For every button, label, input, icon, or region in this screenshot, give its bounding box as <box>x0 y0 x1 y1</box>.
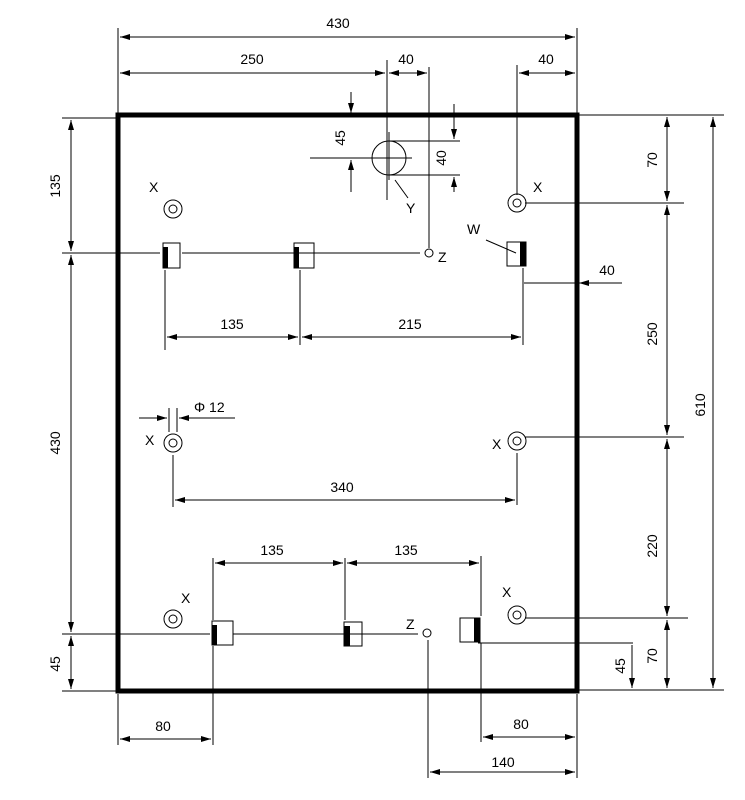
block-upper-left <box>162 242 181 269</box>
hole-x-mid-right: X <box>492 431 527 452</box>
block-upper-middle <box>293 242 315 269</box>
middle-dimensions: Φ 12 340 <box>139 399 518 507</box>
hole-x-mid-left: X <box>145 432 183 453</box>
dim-140-bottom: 140 <box>491 754 515 770</box>
dim-45-hole: 45 <box>332 130 348 146</box>
dim-135-bottom-b: 135 <box>394 542 418 558</box>
hole-y-group: Y 45 40 <box>310 92 460 216</box>
right-dimensions: 70 250 220 70 610 45 40 <box>478 114 724 691</box>
left-dimensions: 135 430 45 <box>47 117 210 692</box>
dim-135-mid: 135 <box>220 316 244 332</box>
dim-430-left: 430 <box>47 431 63 455</box>
label-x-top-left: X <box>149 179 159 195</box>
label-z-upper: Z <box>438 249 447 265</box>
dim-430-top: 430 <box>326 15 350 31</box>
label-x-bottom-left: X <box>181 590 191 606</box>
dim-610-right: 610 <box>692 393 708 417</box>
dim-40-right-top: 40 <box>538 51 554 67</box>
label-x-mid-right: X <box>492 436 502 452</box>
dim-40-side: 40 <box>599 262 615 278</box>
upper-row: W Z 135 215 <box>162 221 527 350</box>
hole-x-top-right: X <box>507 179 543 213</box>
dim-70-right-bottom: 70 <box>644 648 660 664</box>
x-holes: X X X X X X <box>145 179 543 629</box>
dim-215-mid: 215 <box>398 316 422 332</box>
hole-x-bottom-right: X <box>502 584 527 625</box>
label-x-top-right: X <box>533 179 543 195</box>
label-w: W <box>467 221 481 237</box>
block-lower-middle <box>343 621 363 647</box>
block-lower-right <box>459 617 481 643</box>
lower-row: Z 135 135 <box>211 542 482 647</box>
dim-80-bottom-right: 80 <box>513 716 529 732</box>
dim-135-left: 135 <box>47 174 63 198</box>
plate-outline <box>115 112 580 694</box>
dim-45-right: 45 <box>612 658 628 674</box>
label-z-lower: Z <box>406 616 415 632</box>
block-upper-w <box>506 241 527 267</box>
top-dimensions: 430 250 40 40 <box>117 15 578 248</box>
dim-250-right: 250 <box>644 322 660 346</box>
hole-x-bottom-left: X <box>163 590 191 629</box>
dim-340: 340 <box>330 479 354 495</box>
dim-250-top: 250 <box>240 51 264 67</box>
point-z-lower <box>422 628 432 638</box>
dim-45-left: 45 <box>47 656 63 672</box>
hole-x-top-left: X <box>149 179 183 219</box>
dim-phi-12: Φ 12 <box>194 399 225 415</box>
label-y: Y <box>406 200 416 216</box>
dim-40-top: 40 <box>398 51 414 67</box>
point-z-upper <box>424 248 434 258</box>
block-lower-left <box>211 620 234 646</box>
label-x-mid-left: X <box>145 432 155 448</box>
label-x-bottom-right: X <box>502 584 512 600</box>
dim-135-bottom-a: 135 <box>260 542 284 558</box>
dim-80-bottom-left: 80 <box>155 718 171 734</box>
dim-40-hole: 40 <box>433 150 449 166</box>
dim-70-right-top: 70 <box>644 152 660 168</box>
bottom-dimensions: 80 80 140 <box>117 640 578 778</box>
dim-220-right: 220 <box>644 534 660 558</box>
